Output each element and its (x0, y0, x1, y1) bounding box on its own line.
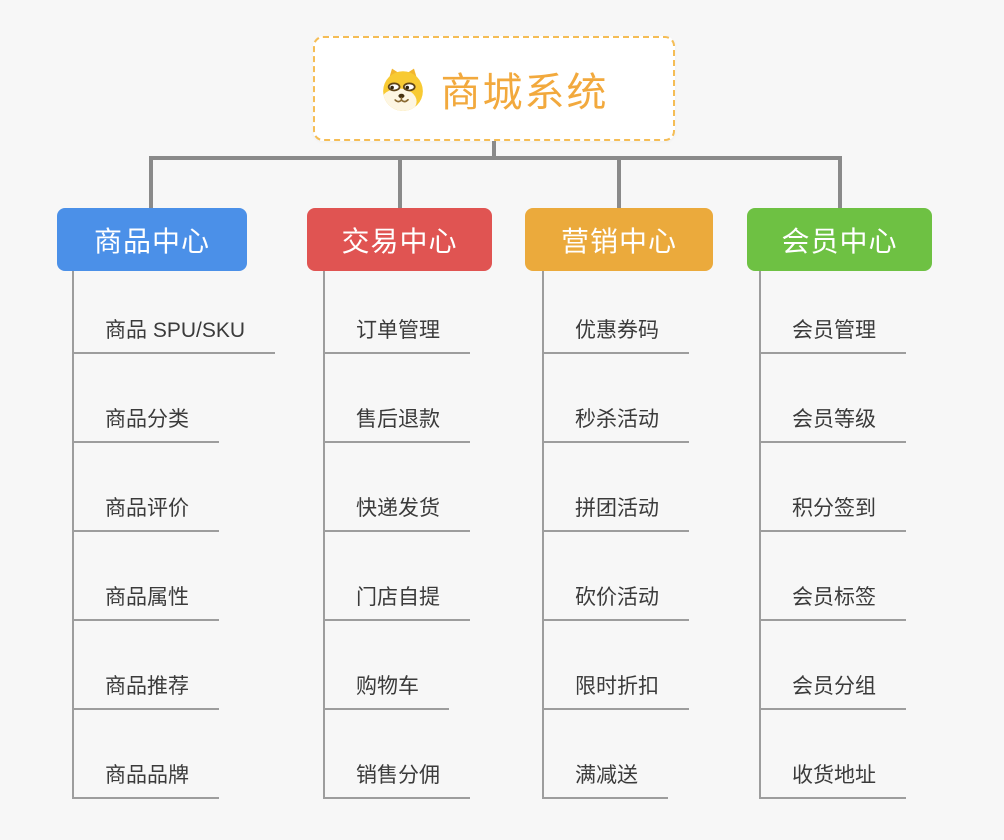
leaf-node[interactable]: 商品 SPU/SKU (74, 271, 276, 354)
leaf-node[interactable]: 商品属性 (74, 532, 219, 621)
leaf-node[interactable]: 售后退款 (325, 354, 470, 443)
dog-face-icon (382, 68, 423, 111)
root-node[interactable]: 商城系统 (313, 36, 675, 141)
branch-children-trade-center: 订单管理 售后退款 快递发货 门店自提 购物车 销售分佣 (323, 271, 470, 799)
leaf-node[interactable]: 销售分佣 (325, 710, 470, 799)
connector-drop-member-center (838, 156, 842, 208)
branch-children-product-center: 商品 SPU/SKU 商品分类 商品评价 商品属性 商品推荐 商品品牌 (72, 271, 276, 799)
connector-root-stub (492, 141, 496, 158)
leaf-node[interactable]: 订单管理 (325, 271, 470, 354)
leaf-node[interactable]: 商品推荐 (74, 621, 219, 710)
leaf-node[interactable]: 砍价活动 (544, 532, 689, 621)
branch-node-trade-center[interactable]: 交易中心 (307, 208, 492, 271)
branch-node-product-center[interactable]: 商品中心 (57, 208, 247, 271)
connector-drop-product-center (149, 156, 153, 208)
leaf-node[interactable]: 满减送 (544, 710, 668, 799)
leaf-node[interactable]: 商品分类 (74, 354, 219, 443)
leaf-node[interactable]: 快递发货 (325, 443, 470, 532)
branch-node-member-center[interactable]: 会员中心 (747, 208, 932, 271)
leaf-node[interactable]: 积分签到 (761, 443, 906, 532)
root-title: 商城系统 (440, 70, 609, 115)
leaf-node[interactable]: 会员等级 (761, 354, 906, 443)
leaf-node[interactable]: 商品评价 (74, 443, 219, 532)
leaf-node[interactable]: 优惠券码 (544, 271, 689, 354)
leaf-node[interactable]: 会员管理 (761, 271, 906, 354)
leaf-node[interactable]: 购物车 (325, 621, 449, 710)
branch-children-marketing-center: 优惠券码 秒杀活动 拼团活动 砍价活动 限时折扣 满减送 (542, 271, 689, 799)
leaf-node[interactable]: 会员标签 (761, 532, 906, 621)
leaf-node[interactable]: 拼团活动 (544, 443, 689, 532)
leaf-node[interactable]: 商品品牌 (74, 710, 219, 799)
connector-horizontal-rail (149, 156, 842, 160)
connector-drop-marketing-center (617, 156, 621, 208)
leaf-node[interactable]: 门店自提 (325, 532, 470, 621)
leaf-node[interactable]: 会员分组 (761, 621, 906, 710)
leaf-node[interactable]: 秒杀活动 (544, 354, 689, 443)
leaf-node[interactable]: 收货地址 (761, 710, 906, 799)
leaf-node[interactable]: 限时折扣 (544, 621, 689, 710)
branch-children-member-center: 会员管理 会员等级 积分签到 会员标签 会员分组 收货地址 (759, 271, 906, 799)
connector-drop-trade-center (398, 156, 402, 208)
branch-node-marketing-center[interactable]: 营销中心 (525, 208, 713, 271)
